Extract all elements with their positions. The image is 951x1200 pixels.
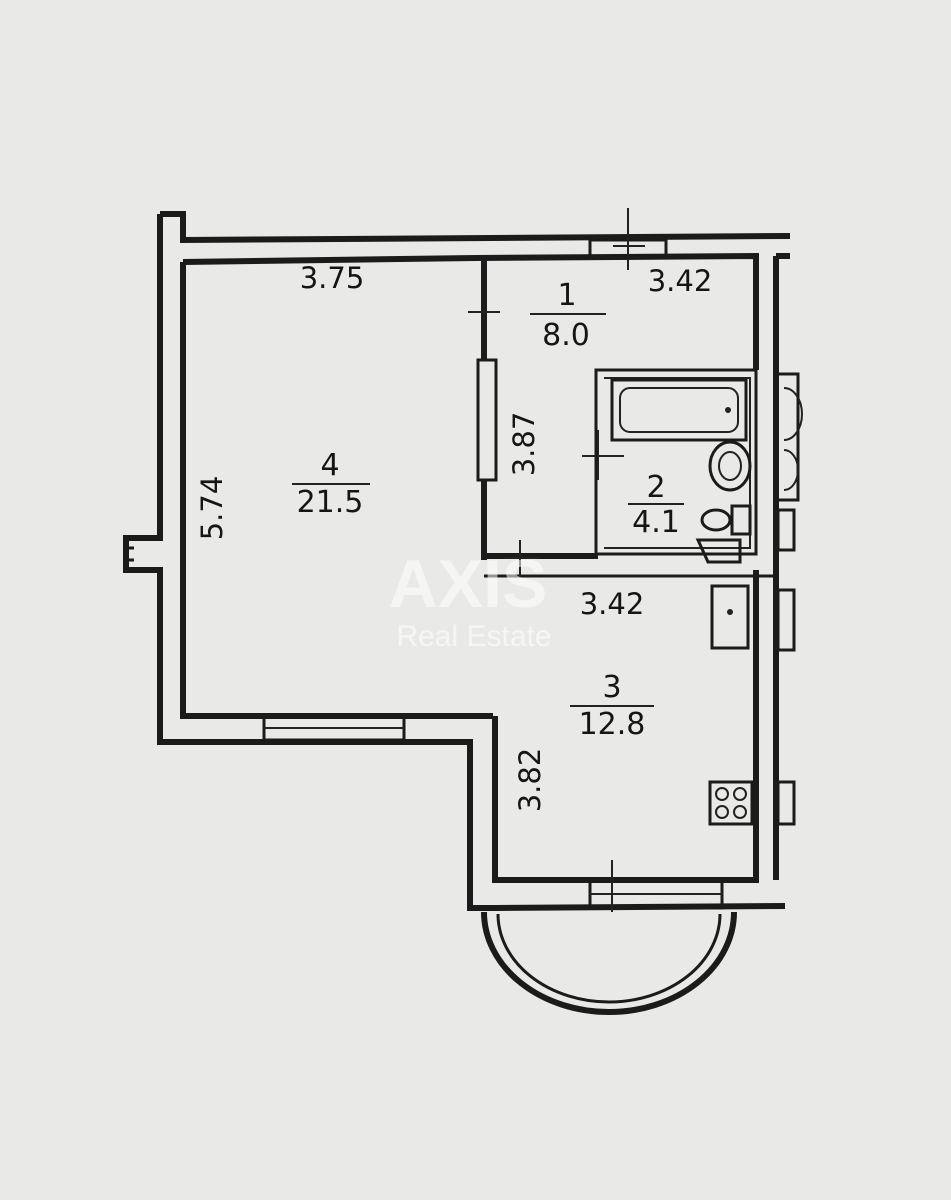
neighbour-fixtures bbox=[776, 372, 803, 826]
watermark-brand: AXIS bbox=[389, 546, 548, 622]
room-4-area: 21.5 bbox=[297, 485, 364, 520]
room-1-area: 8.0 bbox=[542, 318, 590, 353]
kitchen-sink-icon bbox=[710, 584, 750, 650]
watermark-subtitle: Real Estate bbox=[396, 620, 551, 653]
room-2-number: 2 bbox=[646, 470, 665, 505]
dim-room4-width: 3.75 bbox=[300, 261, 365, 295]
room-3-number: 3 bbox=[602, 670, 621, 705]
windows bbox=[126, 208, 724, 912]
room-2-area: 4.1 bbox=[632, 505, 680, 540]
room-labels: 4 21.5 1 8.0 2 4.1 3 12.8 bbox=[292, 278, 684, 742]
room-3-area: 12.8 bbox=[579, 707, 646, 742]
dim-kitchen-length: 3.82 bbox=[513, 748, 547, 813]
balcony bbox=[481, 911, 737, 1015]
sink-icon bbox=[708, 440, 752, 492]
bathtub-icon bbox=[610, 378, 748, 442]
dim-kitchen-width: 3.42 bbox=[580, 587, 645, 621]
dim-hall-length: 3.87 bbox=[507, 412, 541, 477]
fixtures bbox=[610, 372, 803, 826]
stove-icon bbox=[708, 780, 754, 826]
toilet-icon bbox=[695, 504, 752, 564]
watermark: AXIS Real Estate bbox=[389, 546, 552, 653]
room-4-number: 4 bbox=[320, 448, 339, 483]
dim-hall-width: 3.42 bbox=[648, 264, 713, 298]
room-1-number: 1 bbox=[557, 278, 576, 313]
partition-walls bbox=[468, 258, 776, 578]
dimension-labels: 3.75 5.74 3.42 3.87 3.42 3.82 bbox=[195, 261, 712, 812]
sliding-door bbox=[476, 358, 498, 482]
dim-room4-length: 5.74 bbox=[195, 476, 229, 541]
